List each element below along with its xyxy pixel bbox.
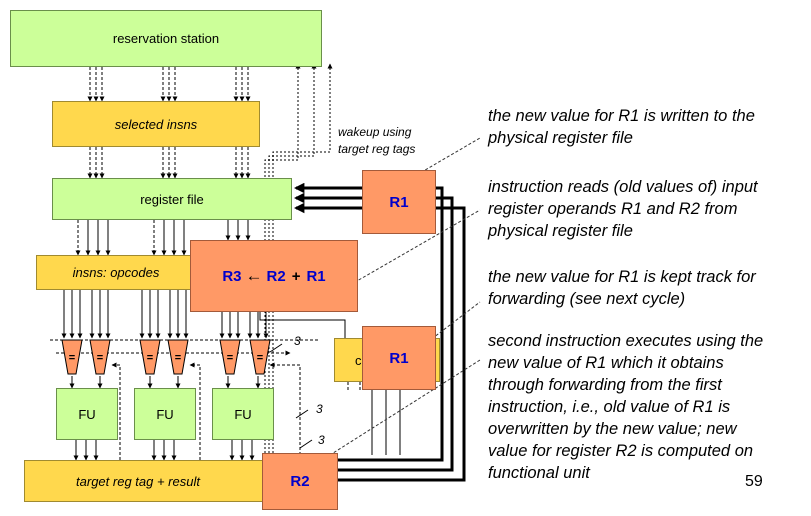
bus-width-label: 3 — [318, 433, 325, 447]
comparator — [167, 339, 189, 375]
insns-opcodes-label: insns: opcodes — [72, 265, 160, 280]
annotation-line: instruction, i.e., old value of R1 is — [488, 398, 731, 416]
annotation-line: value for register R2 is computed on — [488, 442, 754, 460]
annotation-line: overwritten by the new value; new — [488, 420, 737, 438]
fu-box-1: FU — [56, 388, 118, 440]
annotation-3: the new value for R1 is kept track for f… — [488, 266, 756, 310]
r1-forwarding-box: R1 — [362, 326, 436, 390]
annotation-line: instruction reads (old values of) input — [488, 178, 758, 196]
selected-insns-label: selected insns — [114, 116, 198, 132]
wakeup-label-line: wakeup using — [338, 125, 412, 139]
comparator-label: = — [97, 352, 103, 364]
r1-label: R1 — [389, 193, 409, 211]
wakeup-label: wakeup using target reg tags — [338, 124, 415, 158]
annotation-line: the new value for R1 is written to the — [488, 107, 755, 125]
reservation-station-label: reservation station — [112, 31, 220, 46]
page-number: 59 — [745, 473, 763, 490]
register-file-label: register file — [140, 191, 204, 207]
fu-label: FU — [78, 406, 96, 422]
comparator — [139, 339, 161, 375]
annotation-4: second instruction executes using the ne… — [488, 330, 763, 484]
comparator-label: = — [257, 352, 263, 364]
annotation-line: physical register file — [488, 129, 633, 147]
annotation-line: register operands R1 and R2 from — [488, 200, 738, 218]
r1-writeback-box: R1 — [362, 170, 436, 234]
annotation-line: through forwarding from the first — [488, 376, 722, 394]
comparator-label: = — [69, 352, 75, 364]
reservation-station-box: reservation station — [10, 10, 322, 67]
r2-label: R2 — [290, 473, 310, 490]
annotation-line: forwarding (see next cycle) — [488, 290, 686, 308]
annotation-line: new value of R1 which it obtains — [488, 354, 724, 372]
wakeup-label-line: target reg tags — [338, 142, 416, 156]
annotation-line: functional unit — [488, 464, 590, 482]
fu-label: FU — [156, 406, 174, 422]
target-reg-label: target reg tag + result — [76, 473, 200, 489]
bus-width-label: 3 — [294, 334, 301, 348]
r3-label: R3 — [222, 267, 242, 285]
plus-sign: + — [291, 267, 301, 285]
selected-insns-box: selected insns — [52, 101, 260, 147]
insns-opcodes-box: insns: opcodes — [36, 255, 196, 290]
comparator — [249, 339, 271, 375]
fu-box-2: FU — [134, 388, 196, 440]
r2-label: R2 — [266, 267, 286, 285]
annotation-1: the new value for R1 is written to the p… — [488, 105, 755, 149]
comparator — [219, 339, 241, 375]
annotation-2: instruction reads (old values of) input … — [488, 176, 758, 242]
r2-result-box: R2 — [262, 453, 338, 510]
bus-width-label: 3 — [316, 402, 323, 416]
fu-box-3: FU — [212, 388, 274, 440]
annotation-line: physical register file — [488, 222, 633, 240]
annotation-line: the new value for R1 is kept track for — [488, 268, 756, 286]
fu-label: FU — [234, 406, 252, 422]
r1-label: R1 — [389, 349, 409, 367]
comparator-label: = — [147, 352, 153, 364]
comparator — [89, 339, 111, 375]
r1-label: R1 — [306, 267, 326, 285]
comparator — [61, 339, 83, 375]
assign-arrow: ← — [245, 266, 263, 285]
comparator-label: = — [175, 352, 181, 364]
annotation-line: second instruction executes using the — [488, 332, 764, 350]
r3-instruction-box: R3 ← R2 + R1 — [190, 240, 358, 312]
hidden-box-fragment: c — [355, 352, 362, 368]
register-file-box: register file — [52, 178, 292, 220]
comparator-label: = — [227, 352, 233, 364]
